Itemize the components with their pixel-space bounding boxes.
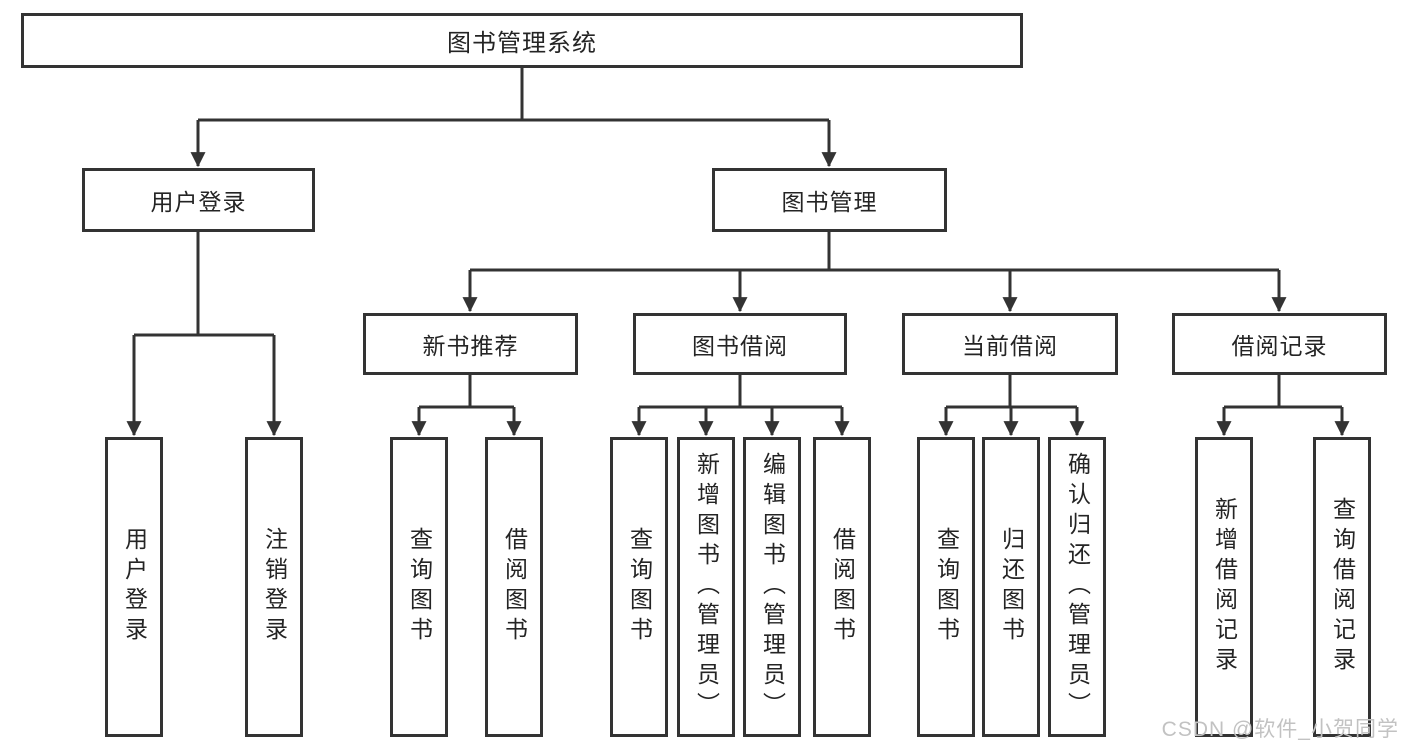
leaf-bb-query-books-label: 查询图书 [626,527,653,647]
leaf-bb-edit-books-admin: 编辑图书（管理员） [743,437,801,737]
leaf-logout-label: 注销登录 [261,527,288,647]
leaf-br-add-record-label: 新增借阅记录 [1211,497,1238,677]
leaf-nbr-borrow-books-label: 借阅图书 [501,527,528,647]
leaf-cb-return-books-label: 归还图书 [998,527,1025,647]
node-user-login: 用户登录 [82,168,315,232]
node-library-management-system: 图书管理系统 [21,13,1023,68]
leaf-nbr-query-books-label: 查询图书 [406,527,433,647]
leaf-br-query-record-label: 查询借阅记录 [1329,497,1356,677]
leaf-nbr-borrow-books: 借阅图书 [485,437,543,737]
node-new-book-recommend: 新书推荐 [363,313,578,375]
leaf-logout: 注销登录 [245,437,303,737]
leaf-br-add-record: 新增借阅记录 [1195,437,1253,737]
leaf-user-login-label: 用户登录 [121,527,148,647]
leaf-bb-borrow-books-label: 借阅图书 [829,527,856,647]
node-book-management: 图书管理 [712,168,947,232]
leaf-user-login: 用户登录 [105,437,163,737]
leaf-cb-confirm-return-admin: 确认归还（管理员） [1048,437,1106,737]
leaf-bb-add-books-admin: 新增图书（管理员） [677,437,735,737]
leaf-bb-borrow-books: 借阅图书 [813,437,871,737]
leaf-cb-query-books: 查询图书 [917,437,975,737]
node-book-borrowing: 图书借阅 [633,313,847,375]
node-borrowing-records: 借阅记录 [1172,313,1387,375]
leaf-bb-add-books-admin-label: 新增图书（管理员） [693,452,720,722]
leaf-cb-query-books-label: 查询图书 [933,527,960,647]
csdn-watermark: CSDN @软件_小贺同学 [1161,718,1399,741]
leaf-nbr-query-books: 查询图书 [390,437,448,737]
leaf-bb-edit-books-admin-label: 编辑图书（管理员） [759,452,786,722]
leaf-cb-return-books: 归还图书 [982,437,1040,737]
leaf-cb-confirm-return-admin-label: 确认归还（管理员） [1064,452,1091,722]
node-current-borrowing: 当前借阅 [902,313,1118,375]
leaf-br-query-record: 查询借阅记录 [1313,437,1371,737]
leaf-bb-query-books: 查询图书 [610,437,668,737]
